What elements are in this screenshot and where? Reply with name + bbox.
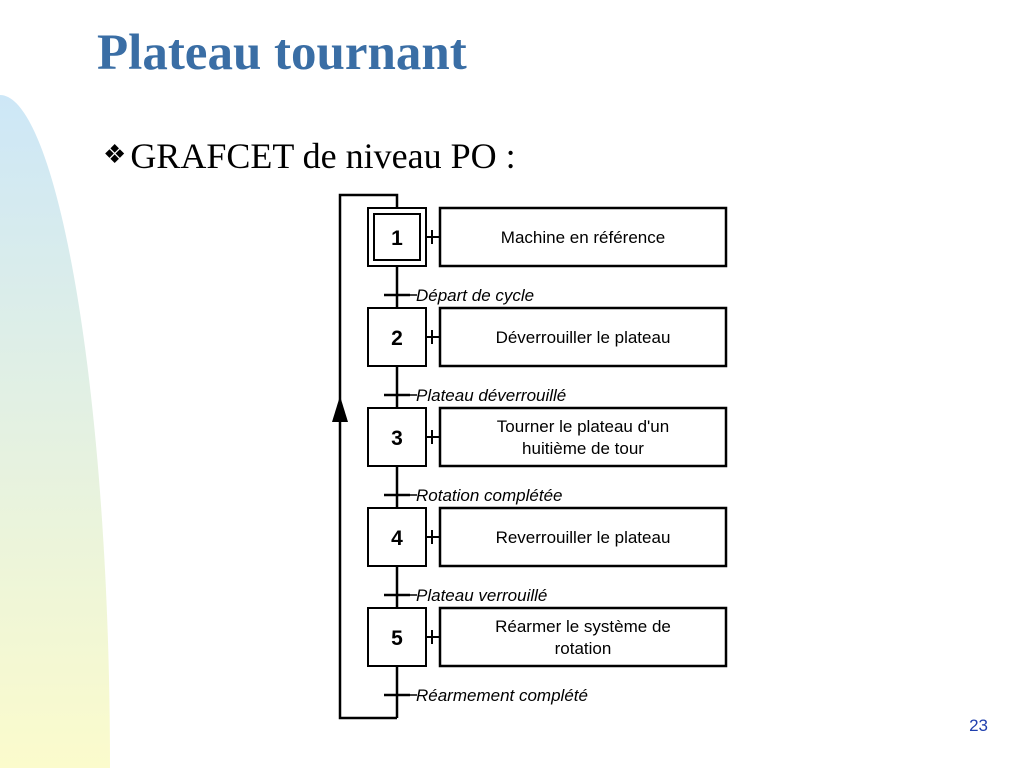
action-box bbox=[438, 206, 728, 268]
loop-back-line bbox=[338, 193, 399, 720]
action-text: Déverrouiller le plateau bbox=[496, 328, 671, 347]
step-box-inner bbox=[373, 213, 421, 261]
step-number: 4 bbox=[391, 527, 403, 550]
action-text: Tourner le plateau d'un bbox=[497, 417, 669, 436]
step-box bbox=[367, 607, 427, 667]
bullet-text: GRAFCET de niveau PO : bbox=[130, 136, 516, 176]
step-number: 1 bbox=[391, 227, 403, 250]
transition-label: Départ de cycle bbox=[416, 286, 534, 305]
transition-label: Rotation complétée bbox=[416, 486, 562, 505]
loop-arrow-icon bbox=[332, 396, 348, 422]
step-box bbox=[367, 507, 427, 567]
slide-title: Plateau tournant bbox=[97, 25, 467, 81]
action-box bbox=[438, 306, 728, 368]
action-text: Réarmer le système de bbox=[495, 617, 671, 636]
action-text: Machine en référence bbox=[501, 228, 665, 247]
action-text: Reverrouiller le plateau bbox=[496, 528, 671, 547]
transition-label: Plateau déverrouillé bbox=[416, 386, 566, 405]
transition-label: Réarmement complété bbox=[416, 686, 588, 705]
action-box bbox=[438, 406, 728, 468]
step-box bbox=[367, 407, 427, 467]
diamond-bullet-icon: ❖ bbox=[103, 140, 127, 169]
step-box bbox=[367, 207, 427, 267]
step-number: 5 bbox=[391, 627, 403, 650]
action-text: rotation bbox=[555, 639, 612, 658]
action-box bbox=[438, 606, 728, 668]
step-number: 3 bbox=[391, 427, 403, 450]
background-curve-shape bbox=[0, 95, 110, 768]
page-number: 23 bbox=[969, 716, 988, 735]
bullet-line: ❖GRAFCET de niveau PO : bbox=[103, 135, 516, 177]
transition-label: Plateau verrouillé bbox=[416, 586, 547, 605]
step-number: 2 bbox=[391, 327, 403, 350]
action-box bbox=[438, 506, 728, 568]
action-text: huitième de tour bbox=[522, 439, 644, 458]
